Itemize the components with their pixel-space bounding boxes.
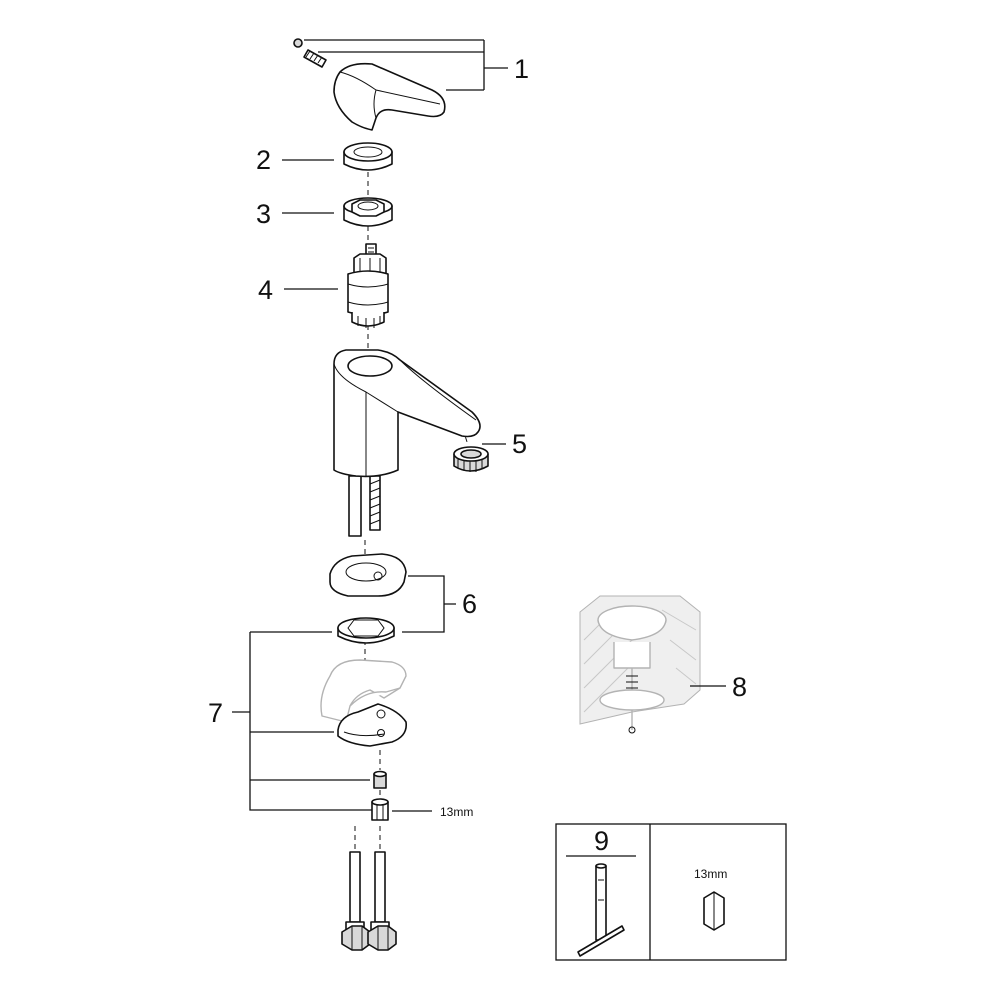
base-plate (329, 553, 407, 597)
nut-size-label: 13mm (440, 805, 473, 819)
leader-1 (304, 39, 508, 91)
part-8-pop-up-waste: 8 (579, 595, 747, 734)
callout-6: 6 (462, 589, 477, 619)
cartridge-key-tool (577, 863, 625, 957)
callout-2: 2 (256, 145, 271, 175)
leader-6 (402, 575, 456, 633)
callout-4: 4 (258, 275, 273, 305)
part-2-cover-ring: 2 (256, 142, 393, 175)
hex-nut-13mm (371, 798, 389, 821)
part-7-fixing-set: 13mm 7 (208, 631, 473, 821)
tools-box-frame (555, 823, 787, 961)
leader-7 (232, 631, 372, 811)
callout-7: 7 (208, 698, 223, 728)
part-6-base-gasket-set: 6 (329, 553, 477, 644)
lever-handle (333, 62, 446, 131)
callout-3: 3 (256, 199, 271, 229)
horseshoe-washer (337, 703, 408, 747)
callout-1: 1 (514, 54, 529, 84)
support-ring (337, 617, 395, 644)
callout-5: 5 (512, 429, 527, 459)
part-1-handle-assembly: 1 (293, 38, 529, 131)
ghost-countertop-section (320, 659, 407, 723)
flexible-hoses (341, 851, 397, 951)
faucet-body (333, 349, 481, 537)
part-9-tools-box: 9 13mm (555, 823, 787, 961)
callout-9: 9 (594, 826, 609, 856)
part-5-aerator: 5 (453, 429, 527, 472)
callout-8: 8 (732, 672, 747, 702)
assembly-axis-lower (364, 540, 381, 850)
socket-13mm-tool (703, 891, 725, 931)
part-3-fixing-nut: 3 (256, 197, 393, 229)
small-nut (373, 770, 387, 789)
grub-screw (293, 38, 327, 68)
tool-size-label: 13mm (694, 867, 727, 881)
flexible-hose-left (348, 475, 362, 537)
part-4-cartridge: 4 (258, 243, 389, 328)
